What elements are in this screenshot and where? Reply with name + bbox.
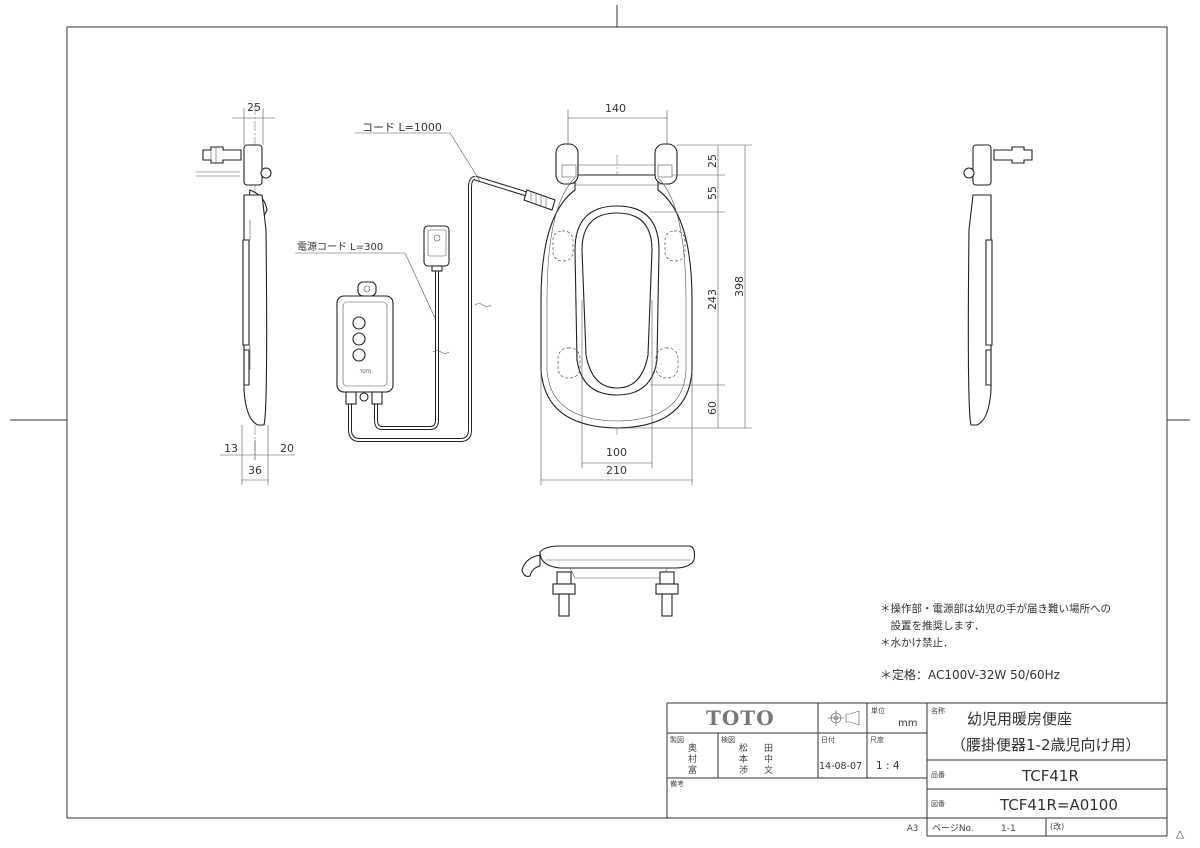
date-label: 日付 bbox=[821, 735, 835, 744]
checked-by-char: 文 bbox=[764, 764, 773, 776]
checked-label: 検図 bbox=[721, 735, 735, 744]
checked-by-char: 本 bbox=[739, 753, 748, 765]
scale-value: 1 : 4 bbox=[876, 760, 900, 772]
left-side-view: 25 13 20 36 bbox=[196, 101, 295, 485]
name-label: 名称 bbox=[931, 706, 945, 715]
page-label: ページNo. bbox=[932, 824, 974, 834]
checked-by-char: 中 bbox=[764, 753, 773, 765]
drawn-label: 製図 bbox=[670, 735, 684, 744]
unit-value: mm bbox=[898, 718, 917, 729]
note-line: ＊操作部・電源部は幼児の手が届き難い場所への bbox=[880, 602, 1111, 615]
dim-total-width: 210 bbox=[606, 464, 627, 477]
drawn-by-char: 村 bbox=[688, 753, 697, 765]
cord-length-label: コード L=1000 bbox=[362, 121, 442, 134]
drawing-no-label: 図番 bbox=[931, 800, 945, 808]
product-name-subtitle: （腰掛便器1-2歳児向け用） bbox=[951, 736, 1141, 754]
dim-total-length: 398 bbox=[733, 276, 746, 297]
sheet-size: A3 bbox=[907, 824, 918, 834]
unit-label: 単位 bbox=[871, 706, 885, 715]
checked-by-char: 田 bbox=[764, 743, 773, 754]
title-block: TOTO 単位 mm 名称 幼児用暖房便座 （腰掛便器1-2歳児向け用） 製図 … bbox=[666, 702, 1185, 840]
power-cord-length-label: 電源コード L=300 bbox=[297, 240, 383, 253]
drawing-no: TCF41R=A0100 bbox=[999, 796, 1118, 814]
note-line: ＊水かけ禁止． bbox=[880, 637, 954, 649]
remarks-label: 備考 bbox=[670, 779, 684, 788]
right-side-view bbox=[963, 144, 1033, 426]
revision-label: (改) bbox=[1050, 821, 1064, 831]
seat-top-view: 140 25 55 243 60 398 100 210 bbox=[540, 102, 752, 485]
dim-opening-width: 100 bbox=[606, 446, 627, 459]
dim-front-gap: 55 bbox=[706, 186, 719, 200]
controller-logo: TOTO bbox=[359, 369, 371, 374]
centering-marks bbox=[10, 5, 1190, 421]
dim-side-right-offset: 20 bbox=[280, 442, 294, 455]
revision-mark: △ bbox=[1176, 828, 1185, 840]
dim-side-left-offset: 13 bbox=[224, 442, 238, 455]
scale-label: 尺度 bbox=[870, 735, 884, 744]
part-no-label: 品番 bbox=[931, 771, 945, 779]
note-line: 設置を推奨します． bbox=[880, 619, 985, 632]
page-number: 1-1 bbox=[1001, 824, 1016, 834]
checked-by-char: 松 bbox=[739, 742, 748, 754]
drawn-by-char: 奥 bbox=[688, 742, 697, 754]
product-name: 幼児用暖房便座 bbox=[967, 710, 1072, 728]
dim-side-total: 36 bbox=[248, 464, 262, 477]
part-no: TCF41R bbox=[1021, 767, 1079, 785]
dim-opening-length: 243 bbox=[706, 289, 719, 310]
dim-rear-rim: 60 bbox=[706, 401, 719, 415]
note-rating: ＊定格：AC100V-32W 50/60Hz bbox=[880, 667, 1060, 682]
dim-side-width: 25 bbox=[247, 101, 261, 114]
toto-logo: TOTO bbox=[706, 706, 775, 730]
seat-front-view bbox=[521, 545, 696, 617]
drawn-by-char: 富 bbox=[688, 764, 697, 776]
dim-hinge-depth: 25 bbox=[706, 154, 719, 168]
date-value: 14-08-07 bbox=[819, 761, 862, 772]
controller-and-cords: TOTO コード L=1000 電源コード L=300 bbox=[295, 121, 556, 442]
notes: ＊操作部・電源部は幼児の手が届き難い場所への 設置を推奨します． ＊水かけ禁止．… bbox=[880, 602, 1111, 682]
third-angle-projection-icon bbox=[828, 710, 860, 726]
dim-hinge-span: 140 bbox=[605, 102, 626, 115]
checked-by-char: 渉 bbox=[739, 764, 748, 776]
